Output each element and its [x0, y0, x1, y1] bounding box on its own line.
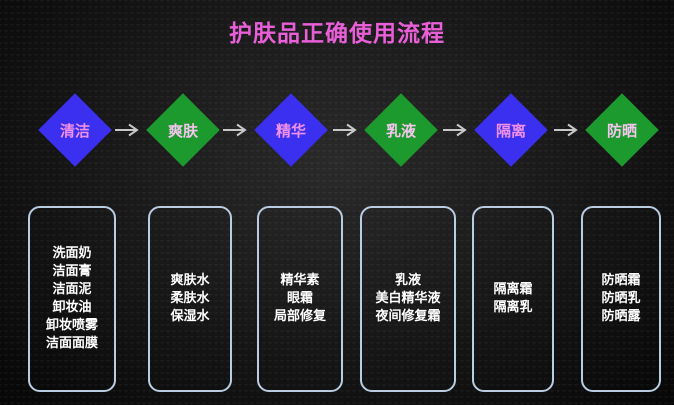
product-list: 防晒霜 防晒乳 防晒露 — [601, 272, 640, 326]
product-card-primer: 隔离霜 隔离乳 — [472, 206, 554, 392]
product-card-toner: 爽肤水 柔肤水 保湿水 — [148, 206, 232, 392]
product-item: 防晒乳 — [601, 291, 641, 306]
product-item: 柔肤水 — [170, 291, 210, 306]
product-card-serum: 精华素 眼霜 局部修复 — [257, 206, 343, 392]
step-label-lotion: 乳液 — [385, 121, 416, 140]
product-item: 局部修复 — [273, 309, 326, 324]
product-item: 卸妆喷雾 — [45, 318, 98, 333]
product-list: 爽肤水 柔肤水 保湿水 — [170, 272, 209, 326]
product-item: 眼霜 — [286, 291, 313, 306]
step-lotion: 乳液 — [364, 93, 438, 167]
product-item: 洁面膏 — [52, 264, 92, 279]
step-label-serum: 精华 — [275, 121, 306, 140]
product-item: 隔离霜 — [493, 282, 533, 297]
step-sunscreen: 防晒 — [585, 93, 659, 167]
product-card-lotion: 乳液 美白精华液 夜间修复霜 — [360, 206, 456, 392]
step-cleanse: 清洁 — [38, 93, 112, 167]
arrow-right-icon — [443, 123, 467, 137]
arrow-right-icon — [115, 123, 139, 137]
product-item: 夜间修复霜 — [375, 309, 441, 324]
product-list: 乳液 美白精华液 夜间修复霜 — [375, 272, 440, 326]
step-label-primer: 隔离 — [495, 121, 526, 140]
product-item: 爽肤水 — [170, 273, 210, 288]
product-list: 洗面奶 洁面膏 洁面泥 卸妆油 卸妆喷雾 洁面面膜 — [46, 245, 98, 353]
product-item: 乳液 — [394, 273, 421, 288]
arrow-right-icon — [554, 123, 578, 137]
product-list: 隔离霜 隔离乳 — [493, 281, 532, 317]
diagram-title: 护肤品正确使用流程 — [229, 21, 445, 47]
product-item: 防晒霜 — [601, 273, 641, 288]
step-label-cleanse: 清洁 — [59, 121, 90, 140]
product-card-cleanse: 洗面奶 洁面膏 洁面泥 卸妆油 卸妆喷雾 洁面面膜 — [28, 206, 116, 392]
product-list: 精华素 眼霜 局部修复 — [274, 272, 326, 326]
product-card-sunscreen: 防晒霜 防晒乳 防晒露 — [581, 206, 661, 392]
product-item: 精华素 — [280, 273, 320, 288]
product-item: 洁面面膜 — [45, 336, 98, 351]
arrow-right-icon — [333, 123, 357, 137]
product-item: 美白精华液 — [375, 291, 441, 306]
product-item: 隔离乳 — [493, 300, 533, 315]
step-primer: 隔离 — [474, 93, 548, 167]
arrow-right-icon — [223, 123, 247, 137]
step-label-sunscreen: 防晒 — [606, 121, 637, 140]
product-item: 保湿水 — [170, 309, 210, 324]
product-item: 卸妆油 — [52, 300, 92, 315]
step-serum: 精华 — [254, 93, 328, 167]
product-item: 洗面奶 — [52, 246, 92, 261]
step-label-toner: 爽肤 — [167, 121, 198, 140]
step-toner: 爽肤 — [146, 93, 220, 167]
product-item: 洁面泥 — [52, 282, 92, 297]
product-item: 防晒露 — [601, 309, 641, 324]
